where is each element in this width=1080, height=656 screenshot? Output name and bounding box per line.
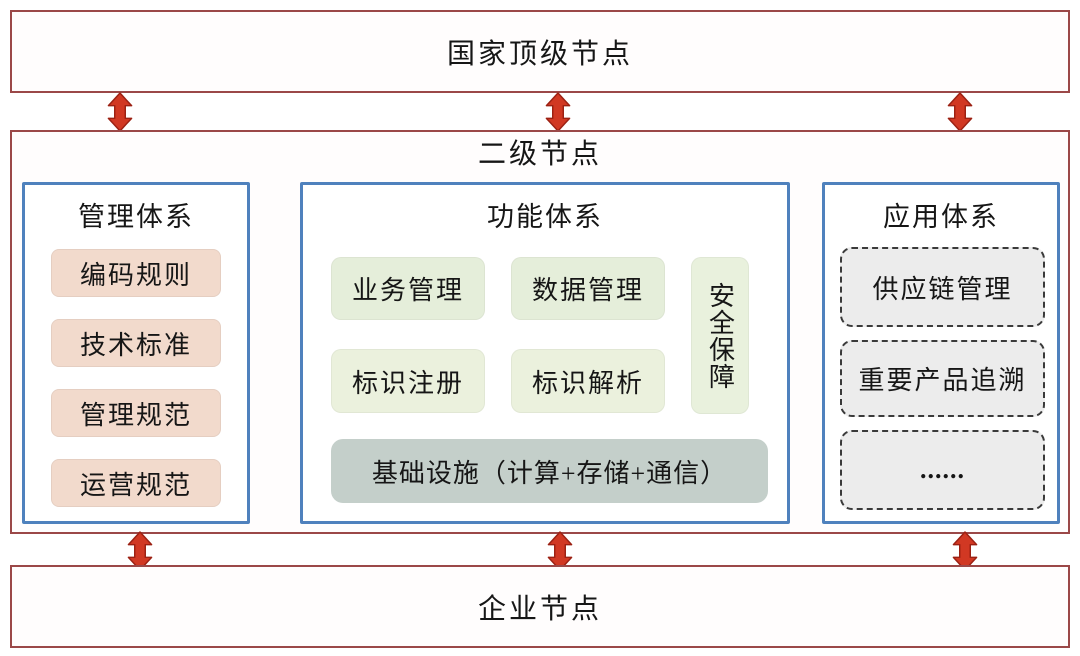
identifier-registration-box: 标识注册 <box>331 349 485 413</box>
business-management-box: 业务管理 <box>331 257 485 320</box>
security-assurance-box: 安全保障 <box>691 257 749 414</box>
supply-chain-management-box: 供应链管理 <box>840 247 1045 327</box>
operation-norms-box: 运营规范 <box>51 459 221 507</box>
application-system-panel: 应用体系 供应链管理 重要产品追溯 ...... <box>822 182 1060 524</box>
product-tracing-box: 重要产品追溯 <box>840 340 1045 417</box>
data-management-box: 数据管理 <box>511 257 665 320</box>
second-level-node-label: 二级节点 <box>477 139 602 170</box>
management-system-panel: 管理体系 编码规则 技术标准 管理规范 运营规范 <box>22 182 250 524</box>
coding-rules-box: 编码规则 <box>51 249 221 297</box>
management-system-title: 管理体系 <box>78 202 194 232</box>
function-system-title: 功能体系 <box>487 202 603 232</box>
national-top-node-box: 国家顶级节点 <box>10 10 1070 93</box>
national-top-node-label: 国家顶级节点 <box>446 38 633 70</box>
ellipsis-box: ...... <box>840 430 1045 510</box>
infrastructure-box: 基础设施（计算+存储+通信） <box>331 439 768 503</box>
function-system-panel: 功能体系 业务管理 数据管理 标识注册 标识解析 安全保障 基础设施（计算+存储… <box>300 182 790 524</box>
double-arrow-icon <box>544 92 572 132</box>
double-arrow-icon <box>946 92 974 132</box>
application-system-title: 应用体系 <box>883 202 999 232</box>
enterprise-node-label: 企业节点 <box>477 593 602 625</box>
technical-standards-box: 技术标准 <box>51 319 221 367</box>
double-arrow-icon <box>106 92 134 132</box>
identifier-resolution-box: 标识解析 <box>511 349 665 413</box>
enterprise-node-box: 企业节点 <box>10 565 1070 648</box>
management-norms-box: 管理规范 <box>51 389 221 437</box>
